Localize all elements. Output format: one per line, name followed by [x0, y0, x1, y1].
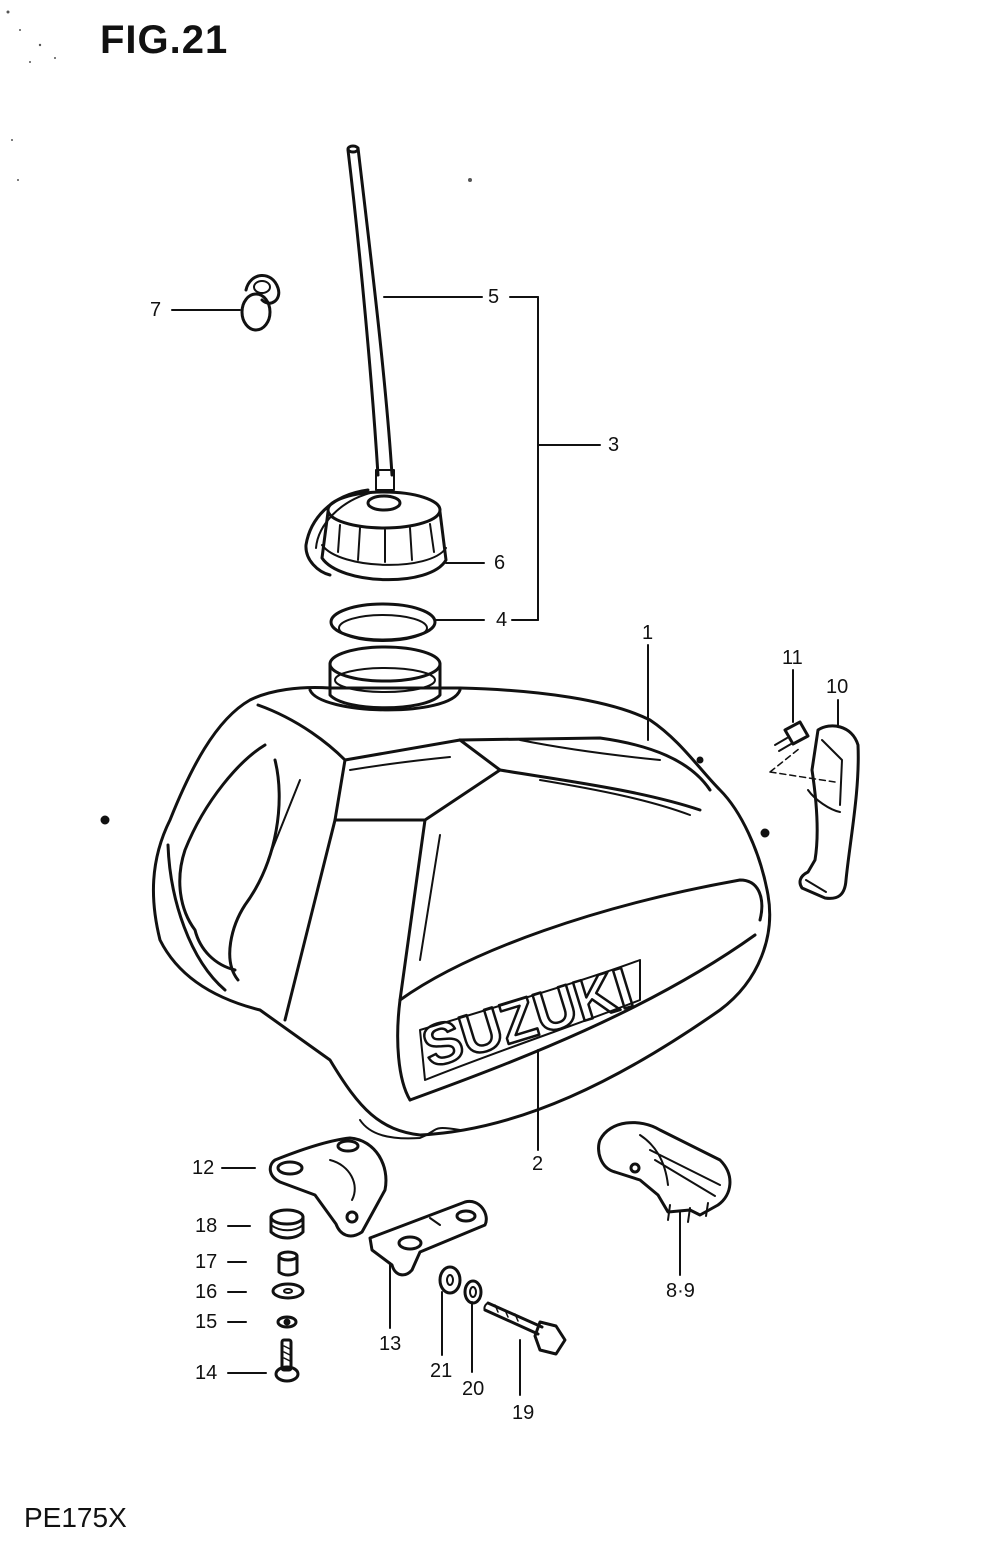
cap-gasket: [329, 602, 437, 642]
hose-clamp: [240, 274, 281, 332]
figure-title: FIG.21: [100, 18, 229, 62]
model-label: PE175X: [24, 1502, 127, 1533]
fuel-tank: [100, 645, 772, 1140]
washer-21: [438, 1265, 462, 1295]
lock-washer: [276, 1315, 298, 1329]
collar: [277, 1250, 299, 1277]
callout-12: 12: [192, 1157, 215, 1179]
tank-strap-holder: [798, 724, 860, 900]
leader-lines: [171, 296, 839, 1396]
callout-4: 4: [496, 609, 508, 631]
lock-washer-20: [463, 1279, 483, 1305]
scan-noise: [6, 10, 472, 182]
screw: [774, 720, 810, 752]
callout-17: 17: [195, 1251, 218, 1273]
callout-6: 6: [494, 552, 506, 574]
callout-5: 5: [488, 286, 500, 308]
callout-3: 3: [608, 434, 620, 456]
front-bracket: [268, 1136, 388, 1238]
callout-8-9: 8·9: [666, 1280, 695, 1302]
washer: [271, 1282, 305, 1300]
callout-19: 19: [512, 1402, 535, 1424]
rubber-cushion: [269, 1208, 305, 1240]
rear-bracket: [368, 1199, 488, 1277]
callout-18: 18: [195, 1215, 218, 1237]
tank-emblem: SUZUKI: [414, 954, 642, 1082]
long-bolt: [483, 1301, 567, 1356]
callout-7: 7: [150, 299, 162, 321]
callout-15: 15: [195, 1311, 218, 1333]
callout-16: 16: [195, 1281, 218, 1303]
callout-20: 20: [462, 1378, 485, 1400]
callout-21: 21: [430, 1360, 453, 1382]
callout-14: 14: [195, 1362, 218, 1384]
tank-side-cushion: [597, 1121, 732, 1223]
fuel-cap: [304, 488, 448, 582]
screw-leader: [769, 747, 836, 783]
callout-2: 2: [532, 1153, 544, 1175]
callout-10: 10: [826, 676, 849, 698]
breather-hose: [346, 144, 395, 491]
callout-1: 1: [642, 622, 654, 644]
callout-11: 11: [782, 647, 803, 669]
emblem-text: SUZUKI: [415, 955, 640, 1080]
callout-13: 13: [379, 1333, 402, 1355]
bolt: [274, 1338, 300, 1383]
